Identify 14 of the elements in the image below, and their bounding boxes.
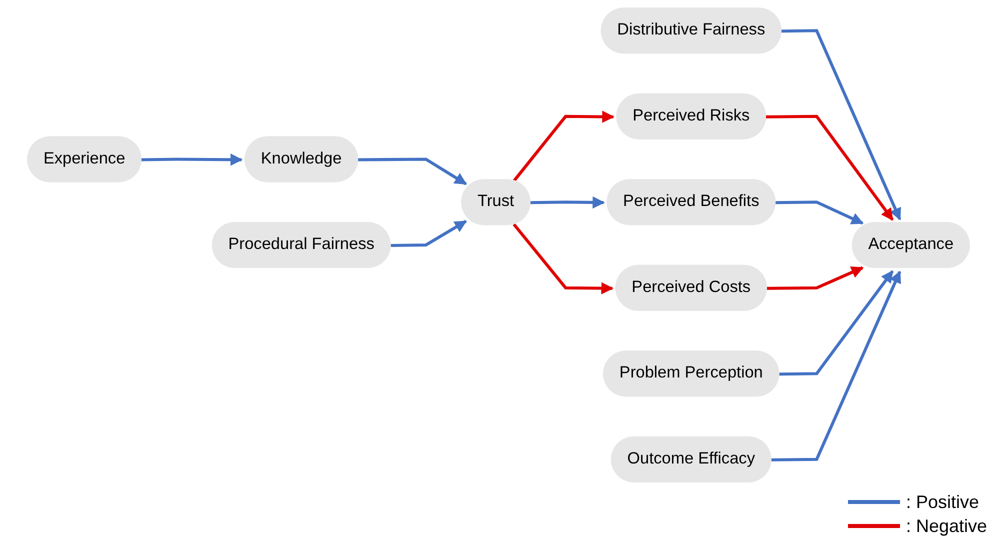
arrow	[771, 270, 902, 462]
arrow	[141, 154, 243, 166]
arrow	[766, 114, 894, 221]
arrow	[512, 223, 614, 294]
legend-text: : Negative	[906, 515, 987, 538]
arrow	[512, 110, 614, 182]
arrow	[766, 266, 864, 290]
arrow	[358, 158, 467, 186]
arrow	[530, 196, 605, 209]
arrow	[390, 220, 467, 248]
legend-text: : Positive	[906, 491, 979, 514]
arrow	[779, 270, 894, 376]
arrow	[781, 29, 902, 220]
arrow	[776, 200, 864, 225]
